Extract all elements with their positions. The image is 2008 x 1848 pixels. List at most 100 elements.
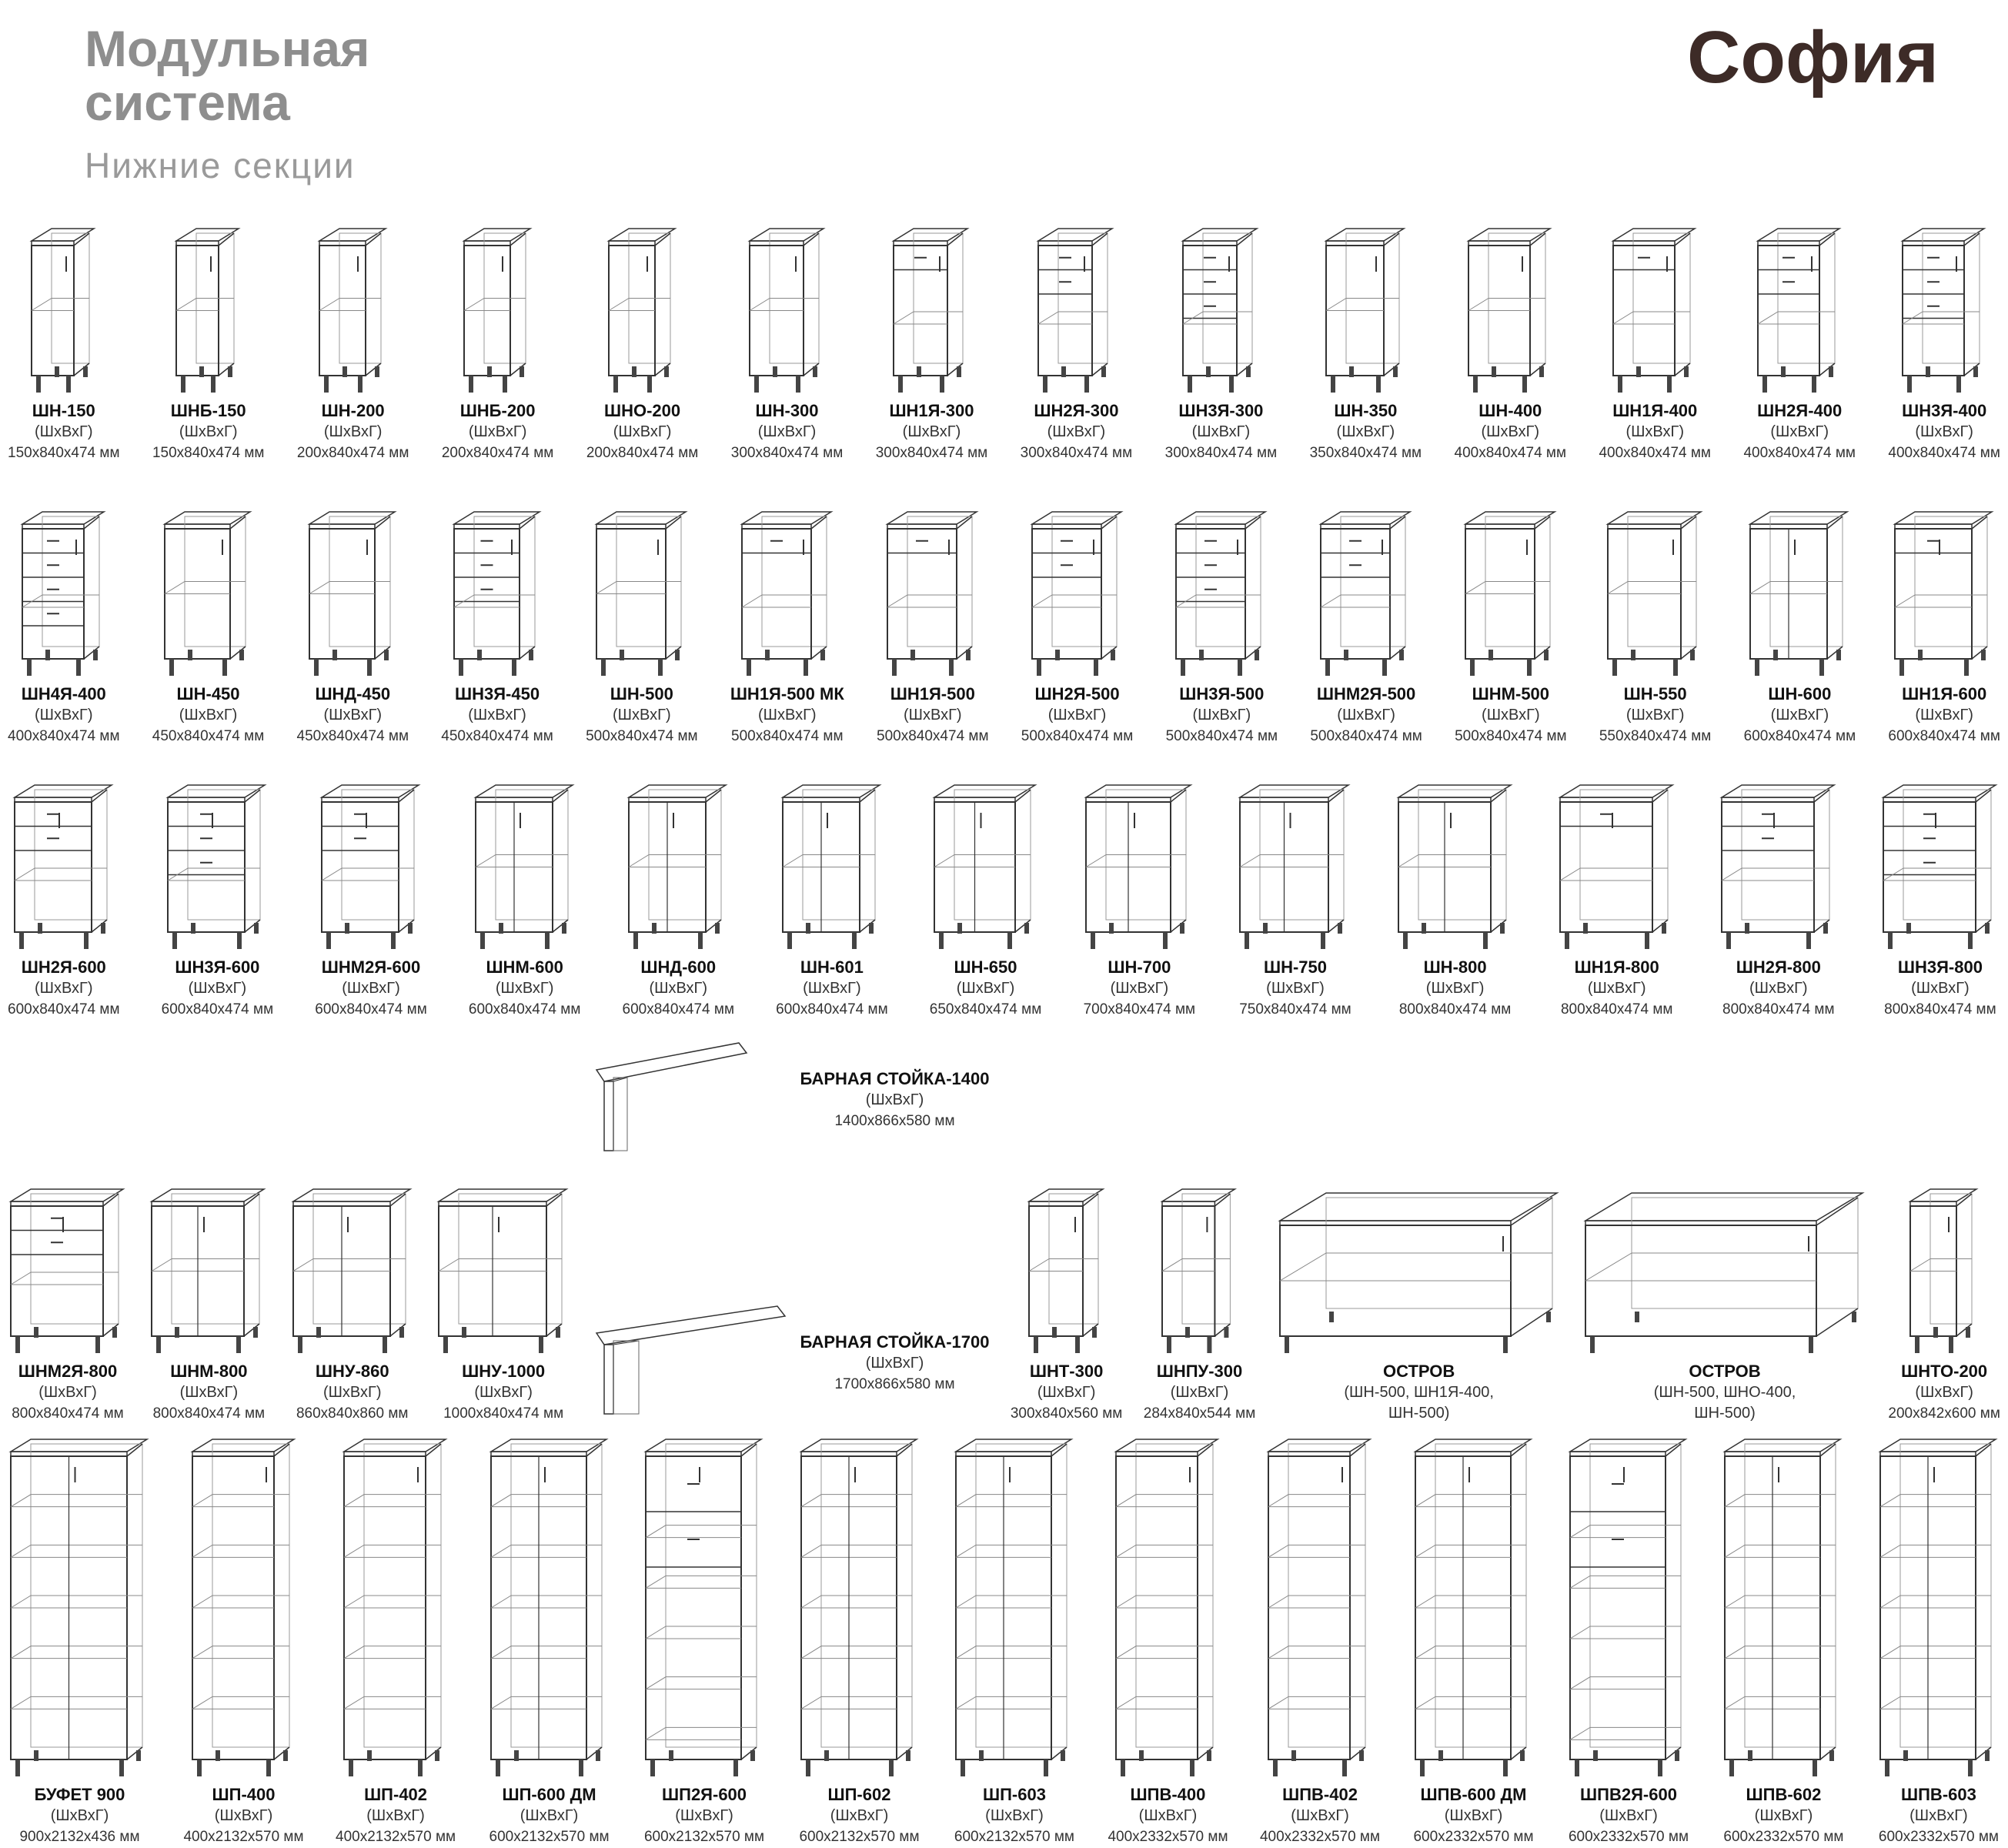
catalog-item[interactable]: ШНБ-200(ШхВхГ)200х840х474 мм	[441, 224, 554, 463]
catalog-item[interactable]: ШНБ-150(ШхВхГ)150х840х474 мм	[152, 224, 264, 463]
item-name: ШН-600	[1768, 684, 1832, 703]
catalog-item[interactable]: ШПВ-600 ДМ(ШхВхГ)600х2332х570 мм	[1412, 1435, 1535, 1847]
catalog-item[interactable]: ШНМ-500(ШхВхГ)500х840х474 мм	[1455, 507, 1567, 747]
catalog-item[interactable]: ШН1Я-800(ШхВхГ)800х840х474 мм	[1557, 780, 1677, 1020]
catalog-item[interactable]: ШПВ-400(ШхВхГ)400х2332х570 мм	[1108, 1435, 1228, 1847]
size-hint: (ШхВхГ)	[1291, 1807, 1349, 1824]
size-hint: (ШхВхГ)	[1037, 1384, 1096, 1401]
catalog-item[interactable]: ШН-650(ШхВхГ)650х840х474 мм	[930, 780, 1041, 1020]
catalog-item[interactable]: ШН4Я-400(ШхВхГ)400х840х474 мм	[8, 507, 120, 747]
catalog-item[interactable]: ШН2Я-300(ШхВхГ)300х840х474 мм	[1021, 224, 1132, 463]
catalog-item[interactable]: ШПВ-602(ШхВхГ)600х2332х570 мм	[1722, 1435, 1845, 1847]
catalog-item[interactable]: ШН3Я-450(ШхВхГ)450х840х474 мм	[441, 507, 553, 747]
catalog-item[interactable]: ШП-602(ШхВхГ)600х2132х570 мм	[798, 1435, 921, 1847]
item-dimensions: 400х840х474 мм	[1743, 445, 1856, 461]
catalog-row-3: ШН2Я-600(ШхВхГ)600х840х474 мм ШН3Я-600(Шх…	[8, 758, 2000, 1020]
size-hint: (ШхВхГ)	[1754, 1807, 1813, 1824]
catalog-item[interactable]: ШНУ-860(ШхВхГ)860х840х860 мм	[290, 1185, 415, 1424]
item-dimensions: 300х840х474 мм	[1164, 445, 1278, 461]
catalog-item[interactable]: ШП-400(ШхВхГ)400х2132х570 мм	[183, 1435, 304, 1847]
size-hint: (ШхВхГ)	[322, 1384, 382, 1401]
size-hint: (ШхВхГ)	[1047, 707, 1107, 723]
catalog-item[interactable]: ШНД-450(ШхВхГ)450х840х474 мм	[297, 507, 409, 747]
catalog-item[interactable]: ШН3Я-500(ШхВхГ)500х840х474 мм	[1166, 507, 1278, 747]
catalog-item[interactable]: ШП2Я-600(ШхВхГ)600х2132х570 мм	[643, 1435, 766, 1847]
catalog-item[interactable]: ШНМ-600(ШхВхГ)600х840х474 мм	[469, 780, 580, 1020]
catalog-item[interactable]: ШП-603(ШхВхГ)600х2132х570 мм	[953, 1435, 1076, 1847]
catalog-item[interactable]: ШН-700(ШхВхГ)700х840х474 мм	[1083, 780, 1195, 1020]
catalog-item[interactable]: ШН1Я-400(ШхВхГ)400х840х474 мм	[1599, 224, 1711, 463]
catalog-item[interactable]: ШНПУ-300(ШхВхГ)284х840х544 мм	[1144, 1185, 1255, 1424]
catalog-item[interactable]: ШН3Я-600(ШхВхГ)600х840х474 мм	[162, 780, 273, 1020]
catalog-item[interactable]: ШНМ-800(ШхВхГ)800х840х474 мм	[149, 1185, 269, 1424]
catalog-item[interactable]: ШН3Я-800(ШхВхГ)800х840х474 мм	[1880, 780, 2000, 1020]
item-composition: ШН-500)	[1694, 1405, 1756, 1422]
catalog-item[interactable]: ШН1Я-500(ШхВхГ)500х840х474 мм	[877, 507, 989, 747]
cabinet-drawing	[291, 1188, 413, 1353]
catalog-item[interactable]: ШН2Я-400(ШхВхГ)400х840х474 мм	[1743, 224, 1856, 463]
catalog-item[interactable]: ШНУ-1000(ШхВхГ)1000х840х474 мм	[436, 1185, 571, 1424]
item-name: ШН3Я-400	[1902, 401, 1987, 420]
catalog-item[interactable]: ОСТРОВ(ШН-500, ШН1Я-400,ШН-500)	[1277, 1188, 1562, 1424]
catalog-item[interactable]: ШН-800(ШхВхГ)800х840х474 мм	[1395, 780, 1515, 1020]
item-name: ШПВ-602	[1746, 1785, 1822, 1804]
catalog-item[interactable]: ОСТРОВ(ШН-500, ШНО-400,ШН-500)	[1582, 1188, 1867, 1424]
size-hint: (ШхВхГ)	[803, 980, 861, 997]
item-dimensions: 1700х866х580 мм	[834, 1376, 955, 1392]
catalog-item[interactable]: БУФЕТ 900(ШхВхГ)900х2132х436 мм	[8, 1435, 152, 1847]
catalog-item[interactable]: ШН1Я-500 МК(ШхВхГ)500х840х474 мм	[730, 507, 844, 747]
catalog-item[interactable]: ШН3Я-300(ШхВхГ)300х840х474 мм	[1164, 224, 1278, 463]
catalog-item[interactable]: ШН-350(ШхВхГ)350х840х474 мм	[1310, 224, 1422, 463]
cabinet-drawing	[12, 784, 114, 949]
catalog-item[interactable]: ШН-400(ШхВхГ)400х840х474 мм	[1455, 224, 1566, 463]
catalog-item[interactable]: ШН3Я-400(ШхВхГ)400х840х474 мм	[1888, 224, 2000, 463]
cabinet-drawing	[798, 1439, 919, 1776]
catalog-item[interactable]: ШП-402(ШхВхГ)400х2132х570 мм	[336, 1435, 456, 1847]
item-dimensions: 800х840х474 мм	[1560, 1001, 1673, 1018]
catalog-item[interactable]: ШНО-200(ШхВхГ)200х840х474 мм	[586, 224, 698, 463]
catalog-item[interactable]: ШН2Я-600(ШхВхГ)600х840х474 мм	[8, 780, 120, 1020]
catalog-item[interactable]: ШН-750(ШхВхГ)750х840х474 мм	[1237, 780, 1353, 1020]
catalog-item[interactable]: ШН1Я-600(ШхВхГ)600х840х474 мм	[1888, 507, 2000, 747]
catalog-item[interactable]: ШН-600(ШхВхГ)600х840х474 мм	[1744, 507, 1856, 747]
catalog-item[interactable]: ШН2Я-800(ШхВхГ)800х840х474 мм	[1719, 780, 1839, 1020]
catalog-item[interactable]: ШНТО-200(ШхВхГ)200х842х600 мм	[1888, 1185, 2000, 1424]
size-hint: (ШхВхГ)	[1770, 707, 1829, 723]
item-dimensions: 200х840х474 мм	[441, 445, 554, 461]
catalog-item[interactable]: ШНД-600(ШхВхГ)600х840х474 мм	[623, 780, 734, 1020]
catalog-item[interactable]: ШПВ-603(ШхВхГ)600х2332х570 мм	[1877, 1435, 2000, 1847]
catalog-item[interactable]: ШНТ-300(ШхВхГ)300х840х560 мм	[1011, 1185, 1122, 1424]
catalog-item[interactable]: ШНМ2Я-600(ШхВхГ)600х840х474 мм	[315, 780, 427, 1020]
catalog-item[interactable]: ШН-601(ШхВхГ)600х840х474 мм	[776, 780, 888, 1020]
catalog-item[interactable]: ШН-500(ШхВхГ)500х840х474 мм	[586, 507, 698, 747]
size-hint: (ШхВхГ)	[649, 980, 708, 997]
size-hint: (ШхВхГ)	[520, 1807, 579, 1824]
catalog-item[interactable]: ШНМ2Я-800(ШхВхГ)800х840х474 мм	[8, 1185, 128, 1424]
catalog-item[interactable]: ШН-150(ШхВхГ)150х840х474 мм	[8, 224, 120, 463]
size-hint: (ШхВхГ)	[468, 423, 527, 440]
catalog-item[interactable]: ШНМ2Я-500(ШхВхГ)500х840х474 мм	[1310, 507, 1422, 747]
catalog-item[interactable]: ШН-550(ШхВхГ)550х840х474 мм	[1599, 507, 1711, 747]
size-hint: (ШхВхГ)	[214, 1807, 273, 1824]
catalog-item[interactable]: ШН-450(ШхВхГ)450х840х474 мм	[152, 507, 264, 747]
item-dimensions: 500х840х474 мм	[877, 728, 989, 744]
catalog-item[interactable]: БАРНАЯ СТОЙКА-1700(ШхВхГ)1700х866х580 мм	[593, 1302, 989, 1424]
item-name: ШПВ-600 ДМ	[1420, 1785, 1527, 1804]
catalog-item[interactable]: ШН-300(ШхВхГ)300х840х474 мм	[731, 224, 843, 463]
size-hint: (ШхВхГ)	[1599, 1807, 1658, 1824]
catalog-item[interactable]: БАРНАЯ СТОЙКА-1400(ШхВхГ)1400х866х580 мм	[593, 1039, 989, 1161]
cabinet-drawing	[1463, 511, 1557, 676]
size-hint: (ШхВхГ)	[1749, 980, 1808, 997]
catalog-item[interactable]: ШПВ2Я-600(ШхВхГ)600х2332х570 мм	[1567, 1435, 1690, 1847]
item-name: ШНМ2Я-600	[321, 957, 421, 977]
catalog-item[interactable]: ШН-200(ШхВхГ)200х840х474 мм	[297, 224, 409, 463]
size-hint: (ШхВхГ)	[1909, 1807, 1968, 1824]
catalog-item[interactable]: ШН2Я-500(ШхВхГ)500х840х474 мм	[1021, 507, 1133, 747]
item-dimensions: 200х842х600 мм	[1888, 1405, 2000, 1422]
catalog-item[interactable]: ШПВ-402(ШхВхГ)400х2332х570 мм	[1260, 1435, 1380, 1847]
catalog-item[interactable]: ШН1Я-300(ШхВхГ)300х840х474 мм	[876, 224, 987, 463]
item-name: ОСТРОВ	[1383, 1362, 1455, 1381]
item-dimensions: 600х840х474 мм	[8, 1001, 120, 1018]
catalog-item[interactable]: ШП-600 ДМ(ШхВхГ)600х2132х570 мм	[488, 1435, 611, 1847]
